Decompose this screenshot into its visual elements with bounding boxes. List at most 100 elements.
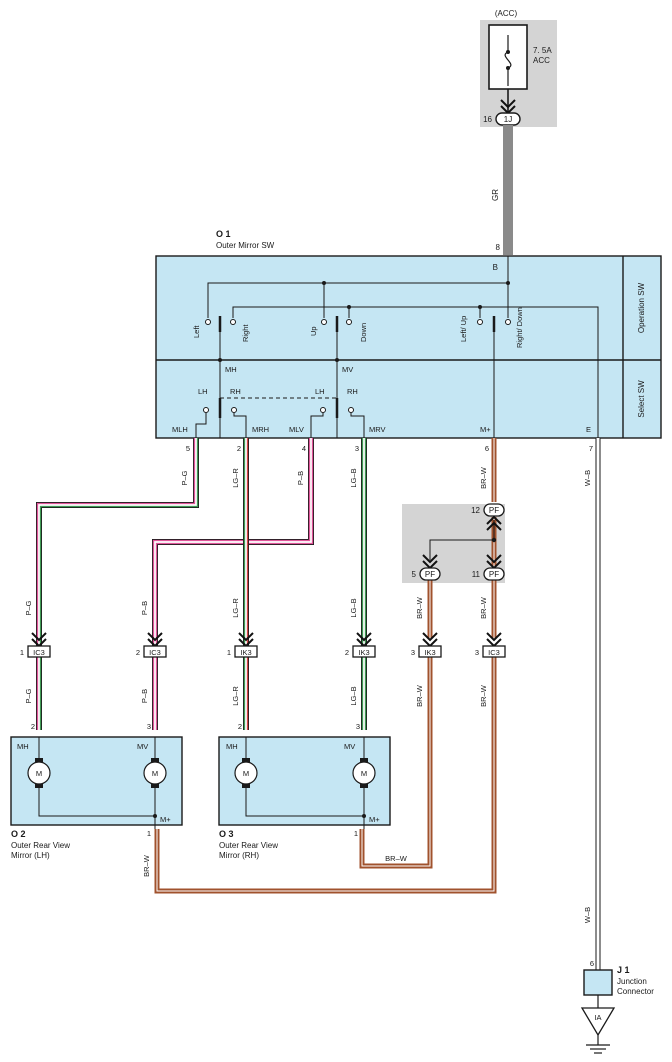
lh-pin-mh: 2 — [31, 722, 35, 731]
conn-ic3-3-label: IC3 — [488, 648, 500, 657]
label-pg-1: P–G — [180, 470, 189, 485]
lh-motor-2-label: M — [152, 769, 158, 778]
conn-ic3-2-label: IC3 — [149, 648, 161, 657]
label-lgb-1: LG–B — [349, 468, 358, 487]
terminal-e: E — [586, 425, 591, 434]
select-sw-contacts — [203, 398, 354, 418]
rh-motor-2-label: M — [361, 769, 367, 778]
lh-motor-2-icon — [143, 758, 167, 788]
lh-motor-1-label: M — [36, 769, 42, 778]
lh-pin-mplus: 1 — [147, 829, 151, 838]
label-lgb-2: LG–B — [349, 598, 358, 617]
pf-a-pin: 5 — [412, 570, 417, 579]
internal-rh-2: RH — [347, 387, 358, 396]
conn-ik3-1-pin: 1 — [227, 648, 231, 657]
conn-ik3-1-label: IK3 — [240, 648, 251, 657]
label-wb-1: W–B — [583, 470, 592, 486]
wire-lgb — [361, 438, 367, 730]
rh-motor-1-icon — [234, 758, 258, 788]
operation-sw-wiring — [207, 256, 599, 438]
pf-a-label: PF — [425, 570, 435, 579]
switch-terminal-b: B — [493, 263, 498, 272]
acc-power-label: (ACC) — [495, 9, 518, 18]
conn-ic3-2-pin: 2 — [136, 648, 140, 657]
pf-connector-b — [483, 567, 505, 581]
mirror-rh-name-1: Outer Rear View — [219, 841, 278, 850]
label-brw-1: BR–W — [479, 466, 488, 489]
label-pb-1: P–B — [296, 471, 305, 485]
rh-mh-label: MH — [226, 742, 238, 751]
connector-row — [27, 645, 506, 658]
conn-ik3-2-label: IK3 — [358, 648, 369, 657]
conn-ik3-2-pin: 2 — [345, 648, 349, 657]
internal-lh-1: LH — [198, 387, 208, 396]
lh-pin-mv: 3 — [147, 722, 151, 731]
terminal-mlh: MLH — [172, 425, 188, 434]
switch-code: O 1 — [216, 229, 231, 239]
wire-pb — [152, 438, 314, 730]
switch-down-label: Down — [359, 323, 368, 342]
label-pg-2: P–G — [24, 600, 33, 615]
operation-sw-label: Operation SW — [637, 282, 646, 333]
label-pb-2: P–B — [140, 601, 149, 615]
switch-pin-b: 8 — [496, 243, 501, 252]
j1-pin: 6 — [590, 959, 594, 968]
switch-right-label: Right — [241, 324, 250, 342]
rh-motor-1-label: M — [243, 769, 249, 778]
pf-connector-in — [483, 503, 505, 517]
pin-mplus: 6 — [485, 444, 489, 453]
label-pb-3: P–B — [140, 689, 149, 703]
ground-triangle-icon — [580, 1007, 616, 1037]
label-brw-3: BR–W — [479, 596, 488, 619]
pf-up-chevron-icon — [486, 515, 502, 531]
pin-e: 7 — [589, 444, 593, 453]
pf-in-pin: 12 — [471, 506, 480, 515]
rh-pin-mplus: 1 — [354, 829, 358, 838]
terminal-mrv: MRV — [369, 425, 386, 434]
connector-1j-pin: 16 — [483, 115, 492, 124]
switch-left-up-label: Left/ Up — [459, 316, 468, 342]
mirror-rh-name-2: Mirror (RH) — [219, 851, 259, 860]
fuse-rating: 7. 5A — [533, 46, 552, 55]
label-pg-3: P–G — [24, 688, 33, 703]
rh-motor-2-icon — [352, 758, 376, 788]
label-brw-6: BR–W — [142, 854, 151, 877]
pf-b-label: PF — [489, 570, 499, 579]
mirror-lh-name-1: Outer Rear View — [11, 841, 70, 850]
conn-ic3-1-label: IC3 — [33, 648, 45, 657]
internal-lh-2: LH — [315, 387, 325, 396]
operation-sw-contacts — [205, 316, 511, 332]
terminal-mrh: MRH — [252, 425, 269, 434]
pin-mlv: 4 — [302, 444, 306, 453]
label-brw-4: BR–W — [415, 684, 424, 707]
pf-in-label: PF — [489, 506, 499, 515]
pin-mrh: 2 — [237, 444, 241, 453]
wire-lgr — [243, 438, 249, 730]
mirror-rh-code: O 3 — [219, 829, 234, 839]
terminal-mlv: MLV — [289, 425, 304, 434]
label-brw-7: BR–W — [385, 854, 408, 863]
lh-mplus-label: M+ — [160, 815, 171, 824]
internal-mv: MV — [342, 365, 353, 374]
fuse-name: ACC — [533, 56, 550, 65]
ground-icon — [586, 1035, 610, 1054]
mirror-lh-code: O 2 — [11, 829, 26, 839]
rh-mplus-label: M+ — [369, 815, 380, 824]
internal-rh-1: RH — [230, 387, 241, 396]
junction-connector-box — [583, 969, 613, 996]
label-lgb-3: LG–B — [349, 686, 358, 705]
pin-mlh: 5 — [186, 444, 190, 453]
label-wb-2: W–B — [583, 907, 592, 923]
pf-b-pin: 11 — [472, 570, 481, 579]
conn-ic3-3-pin: 3 — [475, 648, 479, 657]
j1-name-1: Junction — [617, 977, 647, 986]
label-lgr-1: LG–R — [231, 468, 240, 488]
switch-right-down-label: Right/ Down — [515, 307, 524, 348]
switch-left-label: Left — [192, 325, 201, 338]
lh-mh-label: MH — [17, 742, 29, 751]
pf-connector-a — [419, 567, 441, 581]
terminal-mplus: M+ — [480, 425, 491, 434]
select-sw-label: Select SW — [637, 380, 646, 418]
wire-gr-label: GR — [491, 189, 500, 201]
